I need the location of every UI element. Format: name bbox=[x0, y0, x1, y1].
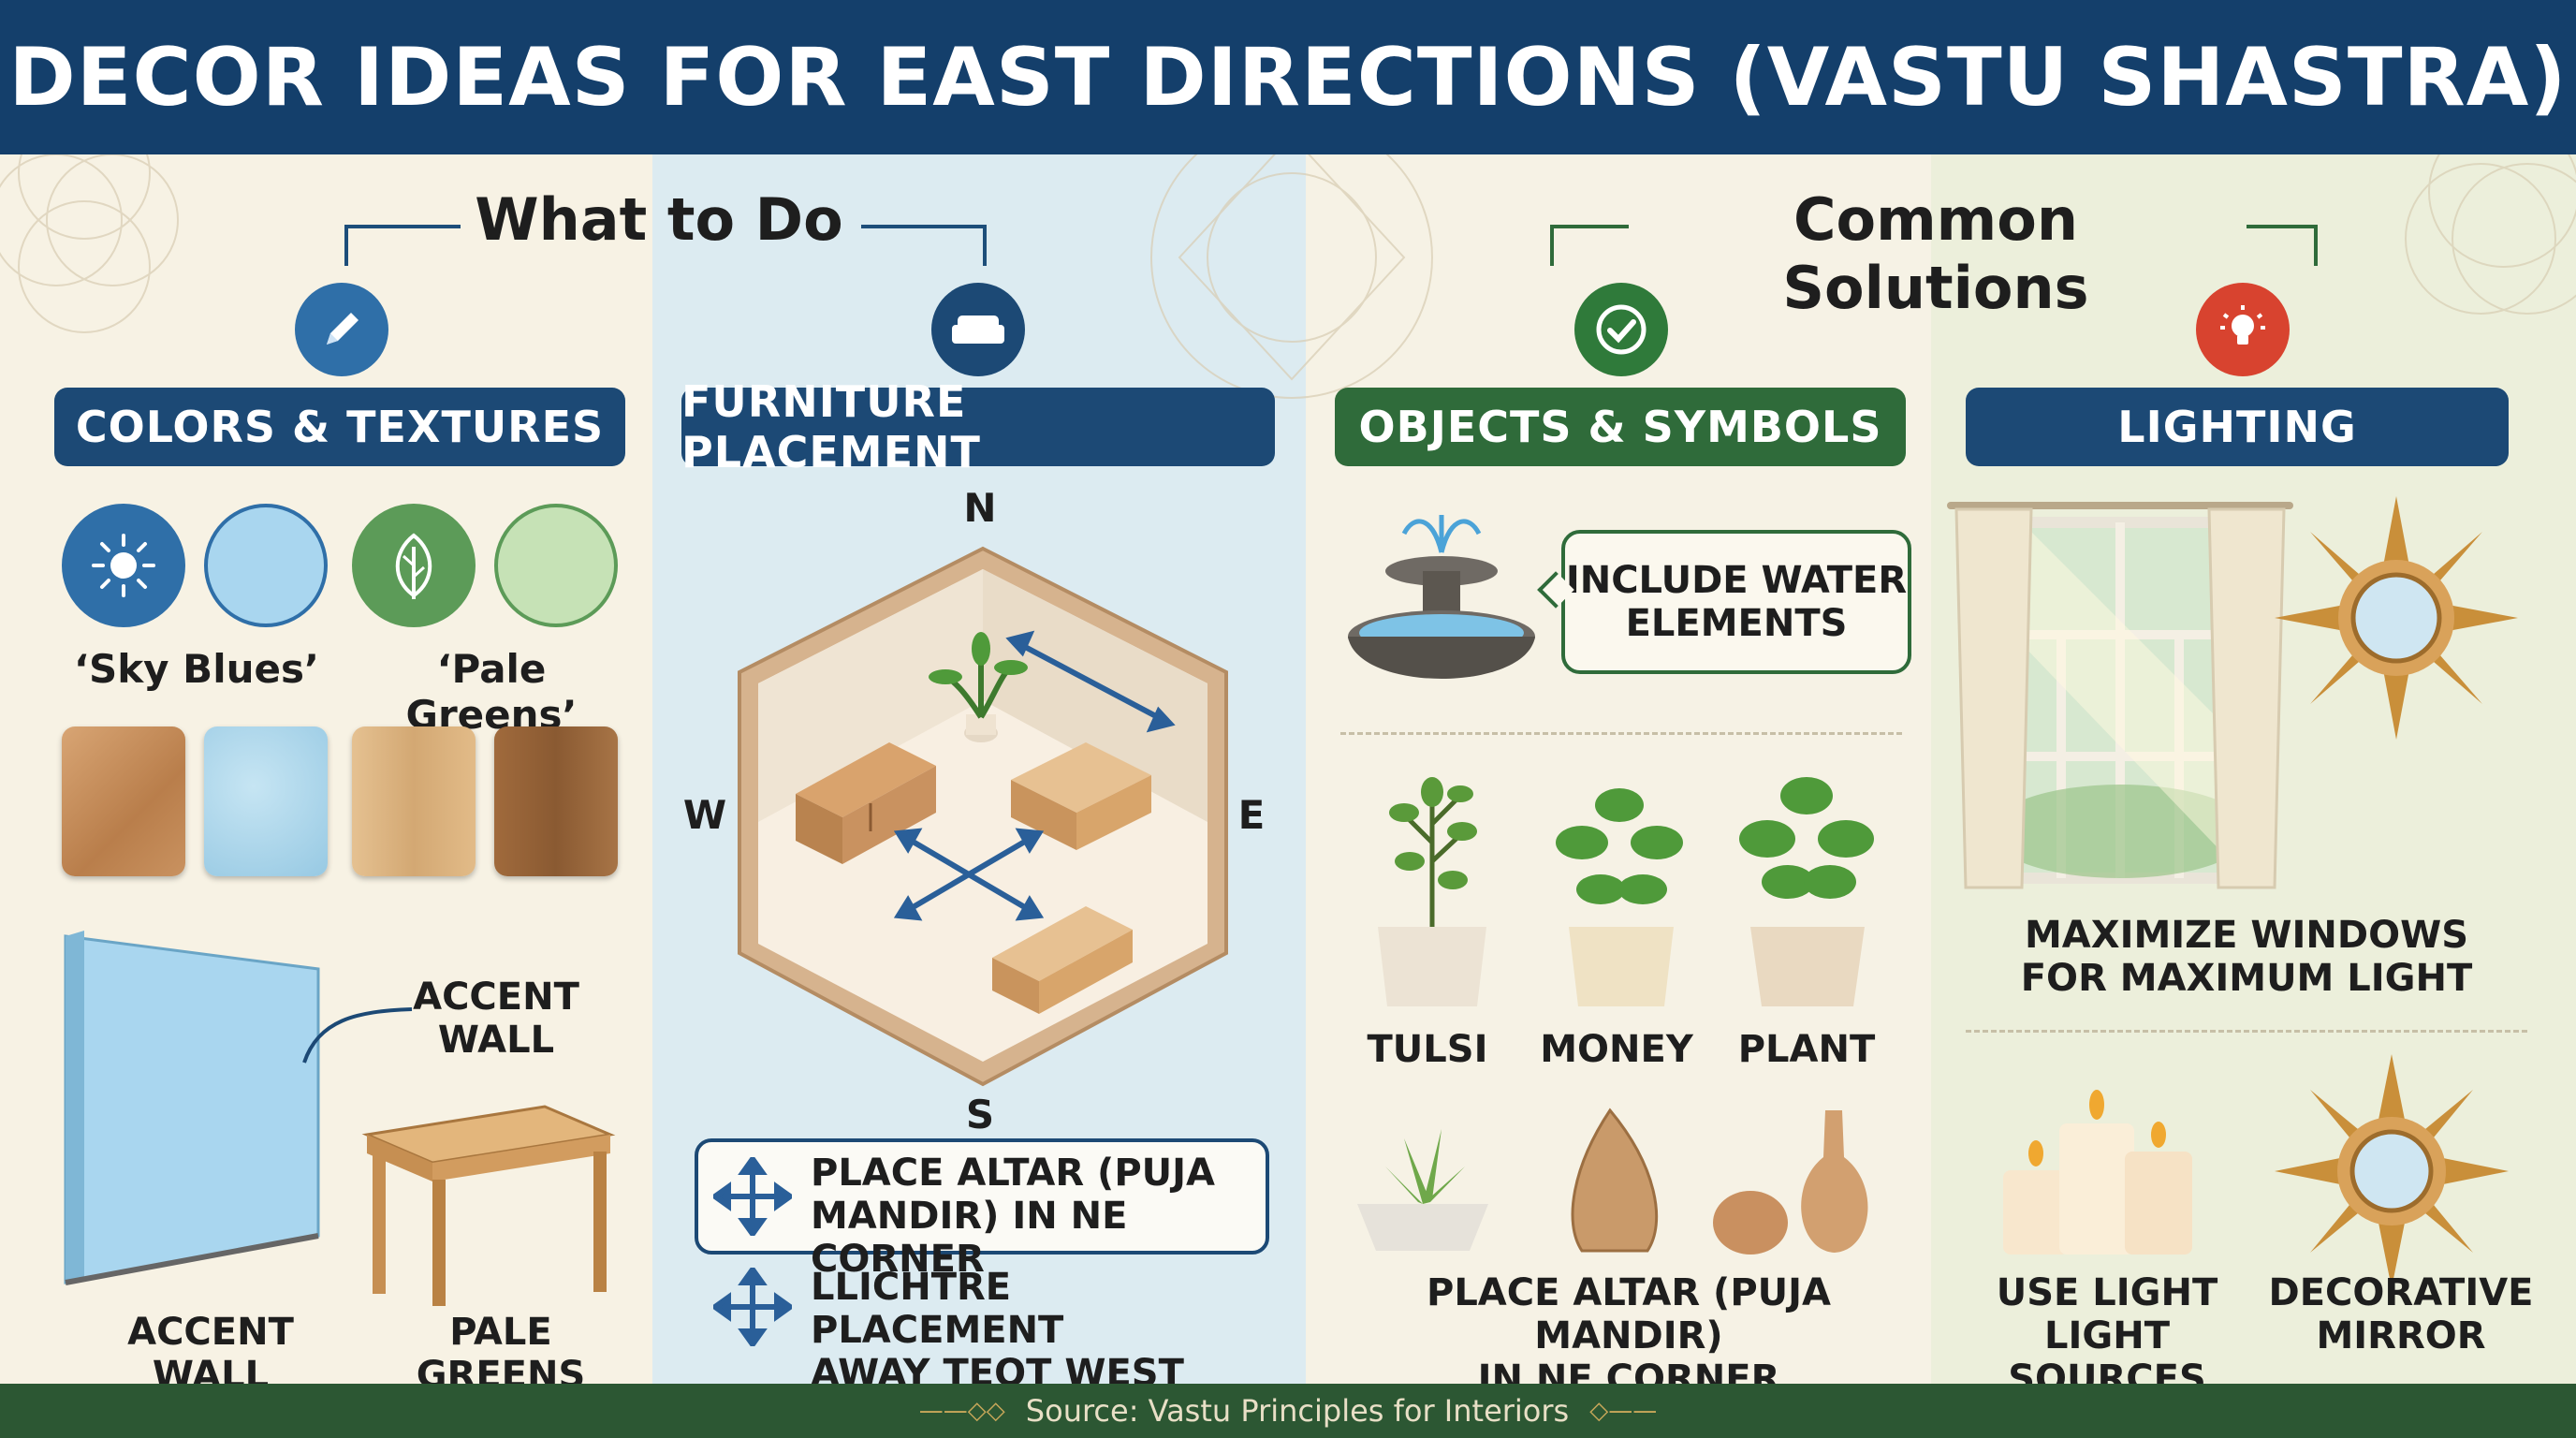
ornament-icon: ——◇◇ bbox=[918, 1397, 1005, 1425]
accent-callout-line-1: ACCENT bbox=[413, 976, 579, 1019]
potted-plant bbox=[929, 632, 1028, 742]
sunburst-mirror-illustration bbox=[2275, 496, 2518, 740]
candles-caption: USE LIGHT LIGHT SOURCES bbox=[1953, 1271, 2261, 1401]
pale-wood-texture bbox=[352, 726, 476, 876]
what-to-do-bracket-left bbox=[344, 225, 461, 266]
furniture-placement-label: FURNITURE PLACEMENT bbox=[681, 376, 1275, 477]
decorative-mirror-illustration bbox=[2275, 1054, 2509, 1288]
pale-green-swatch bbox=[494, 504, 618, 627]
light-wood-texture bbox=[62, 726, 185, 876]
sky-blues-label: ‘Sky Blues’ bbox=[74, 646, 319, 692]
pale-greens-label: ‘Pale Greens’ bbox=[405, 646, 578, 738]
lightbulb-icon bbox=[2196, 283, 2290, 376]
move-arrows-icon bbox=[713, 1157, 792, 1236]
blue-fabric-texture bbox=[204, 726, 328, 876]
compass-east: E bbox=[1237, 792, 1266, 838]
altar-objects-illustration bbox=[1357, 1108, 1868, 1255]
accent-callout-line-2: WALL bbox=[437, 1019, 555, 1062]
sky-blue-swatch bbox=[204, 504, 328, 627]
dark-wood-texture bbox=[494, 726, 618, 876]
water-elements-callout: INCLUDE WATER ELEMENTS bbox=[1561, 530, 1911, 674]
placement-tip-text: LLICHTRE PLACEMENT AWAY TEOT WEST bbox=[811, 1266, 1251, 1395]
candles-illustration bbox=[2003, 1090, 2192, 1255]
compass-north: N bbox=[963, 485, 997, 531]
plants-illustration bbox=[1378, 777, 1874, 1006]
window-caption-line-1: MAXIMIZE WINDOWS bbox=[2024, 914, 2469, 957]
tulsi-label: TULSI bbox=[1367, 1028, 1488, 1071]
colors-textures-label: COLORS & TEXTURES bbox=[54, 388, 625, 466]
page-title: DECOR IDEAS FOR EAST DIRECTIONS (VASTU S… bbox=[0, 0, 2576, 154]
common-solutions-bracket-left bbox=[1550, 225, 1629, 266]
altar-caption: PLACE ALTAR (PUJA MANDIR) IN NE CORNER bbox=[1329, 1271, 1928, 1401]
water-callout-line-1: INCLUDE WATER bbox=[1565, 559, 1908, 602]
mirror-caption: DECORATIVE MIRROR bbox=[2265, 1271, 2537, 1357]
altar-tip-line-2: MANDIR) IN NE CORNER bbox=[811, 1195, 1128, 1281]
altar-tip-line-1: PLACE ALTAR (PUJA bbox=[811, 1152, 1215, 1195]
window-illustration bbox=[1947, 502, 2293, 889]
what-to-do-bracket-right bbox=[861, 225, 987, 266]
succulent-bowl bbox=[1357, 1129, 1488, 1251]
window-caption: MAXIMIZE WINDOWS FOR MAXIMUM LIGHT bbox=[2003, 914, 2490, 1000]
placement-tip-line-1: LLICHTRE PLACEMENT bbox=[811, 1266, 1064, 1352]
compass-west: W bbox=[682, 792, 727, 838]
accent-callout-line bbox=[302, 1007, 413, 1064]
water-fountain-illustration bbox=[1348, 515, 1535, 679]
lighting-label: LIGHTING bbox=[1966, 388, 2509, 466]
sofa-bottom bbox=[992, 906, 1133, 1014]
accent-wall-illustration bbox=[64, 931, 320, 1285]
decorative-pattern bbox=[0, 154, 2576, 399]
ornament-icon: ◇—— bbox=[1589, 1397, 1658, 1425]
common-solutions-heading: Common Solutions bbox=[1782, 185, 2089, 322]
brass-pot bbox=[1571, 1108, 1659, 1253]
candles-caption-line-1: USE LIGHT bbox=[1996, 1271, 2218, 1314]
common-solutions-bracket-right bbox=[2247, 225, 2318, 266]
altar-tip-text: PLACE ALTAR (PUJA MANDIR) IN NE CORNER bbox=[811, 1152, 1251, 1281]
check-icon bbox=[1574, 283, 1668, 376]
what-to-do-heading: What to Do bbox=[475, 185, 843, 254]
mirror-caption-line-2: MIRROR bbox=[2316, 1314, 2486, 1357]
divider bbox=[1340, 732, 1902, 735]
plant-label: PLANT bbox=[1737, 1028, 1876, 1071]
water-callout-line-2: ELEMENTS bbox=[1625, 602, 1848, 645]
compass-south: S bbox=[965, 1092, 995, 1137]
move-arrows-icon bbox=[713, 1268, 792, 1346]
sofa-icon bbox=[931, 283, 1025, 376]
placement-arrows bbox=[893, 630, 1176, 921]
money-plant bbox=[1556, 788, 1683, 1006]
money-label: MONEY bbox=[1540, 1028, 1693, 1071]
source-text: Source: Vastu Principles for Interiors bbox=[1025, 1393, 1570, 1429]
sofa-top bbox=[1011, 742, 1151, 850]
divider bbox=[1966, 1030, 2527, 1033]
tulsi-plant bbox=[1378, 777, 1486, 1006]
window-caption-line-2: FOR MAXIMUM LIGHT bbox=[2020, 957, 2473, 1000]
tv-unit bbox=[796, 742, 936, 864]
money-plant-2 bbox=[1739, 777, 1874, 1006]
objects-symbols-label: OBJECTS & SYMBOLS bbox=[1335, 388, 1906, 466]
sun-icon bbox=[62, 504, 185, 627]
room-floor-plan bbox=[738, 546, 1228, 1087]
table-illustration bbox=[361, 1105, 616, 1306]
leaf-icon bbox=[352, 504, 476, 627]
accent-wall-callout: ACCENT WALL bbox=[402, 976, 590, 1062]
footer: ——◇◇ Source: Vastu Principles for Interi… bbox=[0, 1384, 2576, 1438]
altar-caption-line-1: PLACE ALTAR (PUJA MANDIR) bbox=[1427, 1271, 1831, 1357]
mirror-caption-line-1: DECORATIVE bbox=[2268, 1271, 2534, 1314]
vases bbox=[1713, 1110, 1868, 1255]
pencil-icon bbox=[295, 283, 388, 376]
